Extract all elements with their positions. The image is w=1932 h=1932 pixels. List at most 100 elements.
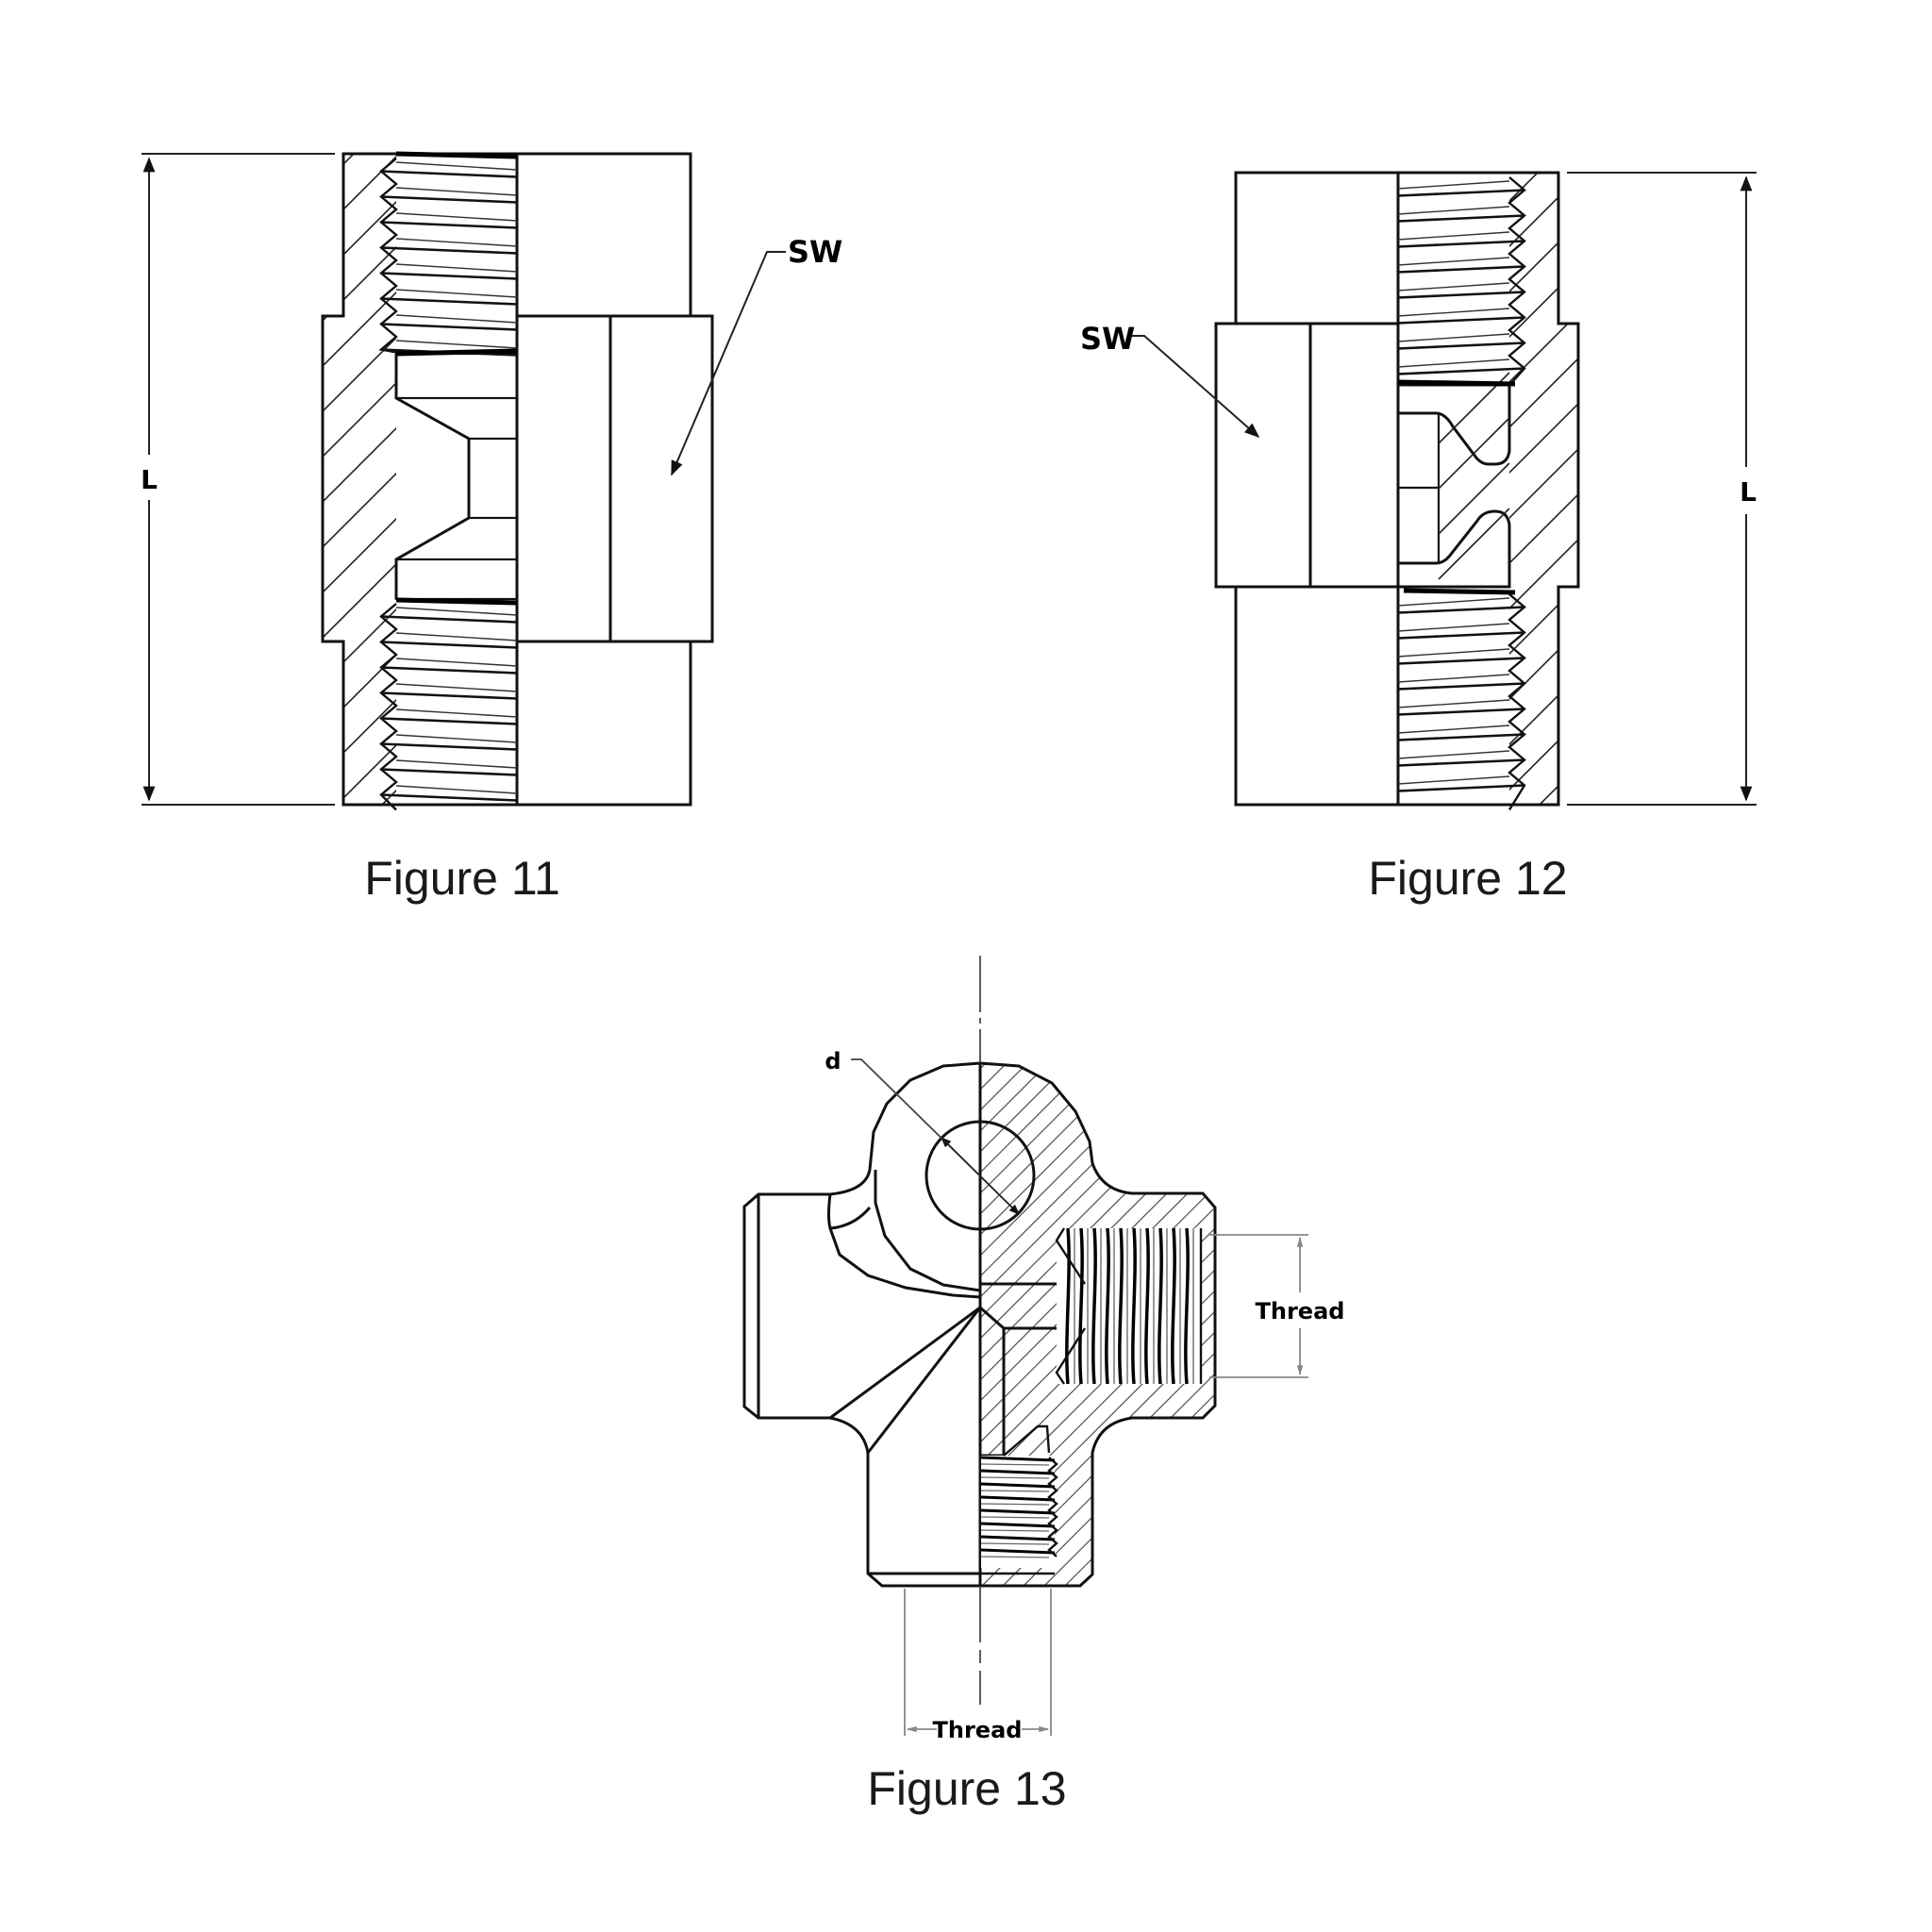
upper-relief [394,352,519,400]
side-thread-label: Thread [1256,1298,1345,1324]
thread-root-line [1397,597,1510,607]
hatch-line [323,154,396,805]
thread-crest-line [1397,240,1525,248]
thread-crest-line [1158,1227,1163,1385]
thread-crest-line [1397,708,1525,716]
tee-section-outline [979,1061,1217,1588]
inner-cavity-lower [1396,509,1511,589]
hatch-line [1509,173,1578,805]
hatch-line [1509,173,1578,805]
hatch-line [980,1063,1159,1586]
thread-crest-line [1397,733,1525,741]
thread-root-line [1397,674,1510,683]
hatch-line [1509,173,1578,805]
thread-root-line [980,1503,1050,1506]
internal-thread-bottom [379,597,518,811]
thread-root-line [395,263,518,273]
hatch-line [980,1063,1215,1586]
thread-crest-line [380,768,518,776]
thread-crest-line [980,1495,1056,1502]
thread-crest-line [380,195,518,204]
thread-root-line [980,1529,1050,1532]
thread-root-line [1397,750,1510,759]
hatch-line [980,1063,1056,1586]
thread-root-line [1397,257,1510,266]
thread-profile [1507,176,1526,387]
thread-crest-line [380,272,518,280]
thread-crest-line [980,1535,1056,1541]
hatch-line [323,154,396,805]
thread-crest-line [1397,291,1525,299]
thread-root-line [395,785,518,794]
branch-intersection-lines [829,1306,982,1454]
thread-crest-line [395,151,518,159]
hatch-line [323,154,396,805]
figure-11: L SW Figure 11 [141,151,842,905]
thread-crest-line [1397,189,1525,197]
hatch-line [1509,173,1578,805]
thread-root-line [395,759,518,769]
inner-bore [394,354,471,599]
hatch-line [980,1063,1035,1586]
hatch-line [1180,1063,1215,1586]
thread-crest-line [380,717,518,725]
thread-profile [379,603,398,811]
thread-root-line [1397,180,1510,190]
lower-relief [394,558,519,601]
thread-crest-line [1403,588,1516,595]
hatch-line [980,1063,1215,1586]
thread-crest-line [1171,1227,1176,1385]
thread-root-line [980,1516,1050,1519]
sw-leader [1131,335,1260,439]
thread-crest-line [1397,379,1516,387]
thread-crest-line [380,691,518,700]
thread-crest-line [380,170,518,178]
thread-crest-line [1118,1227,1124,1385]
thread-crest-line [380,666,518,675]
bore-chamfer [979,1306,1005,1330]
thread-root-line [980,1476,1050,1479]
hatch-line [323,154,396,805]
figure-caption: Figure 11 [364,852,560,905]
figure-caption: Figure 12 [1368,852,1567,905]
thread-crest-line [1091,1227,1097,1385]
hatch-line [323,154,396,805]
hatch-line [1438,417,1510,490]
thread-crest-line [1397,682,1525,691]
bottom-thread-label: Thread [933,1717,1023,1743]
thread-crest-line [980,1508,1056,1515]
internal-thread-top [378,151,518,357]
hatch-line [1509,173,1578,805]
internal-thread-top [1397,176,1526,387]
thread-root-line [395,734,518,743]
thread-crest-line [395,348,518,357]
thread-root-line [395,289,518,298]
thread-crest-line [980,1522,1056,1528]
nipple-hatch [1438,372,1510,580]
thread-crest-line [380,297,518,306]
hatch-line [1532,173,1578,805]
section-hatch [1509,173,1578,805]
internal-thread-bottom [1397,588,1526,811]
hatch-line [993,1063,1215,1586]
thread-crest-line [980,1548,1056,1555]
thread-root-line [980,1542,1050,1545]
length-label: L [1740,476,1757,508]
thread-crest-line [1397,265,1525,274]
hatch-line [1509,173,1578,805]
boss-intersection-curve [874,1170,981,1292]
thread-root-line [395,607,518,616]
hatch-line [980,1063,1139,1586]
sw-leader [671,251,786,476]
hatch-line [1509,173,1578,805]
thread-root-line [1397,206,1510,215]
thread-root-line [395,212,518,222]
thread-crest-line [380,615,518,624]
hatch-line [434,1057,972,1594]
thread-root-line [1397,308,1510,317]
thread-crest-line [380,221,518,229]
thread-crest-line [980,1482,1056,1489]
thread-crest-line [1078,1227,1084,1385]
hatch-line [1201,1063,1215,1586]
thread-root-line [395,187,518,196]
